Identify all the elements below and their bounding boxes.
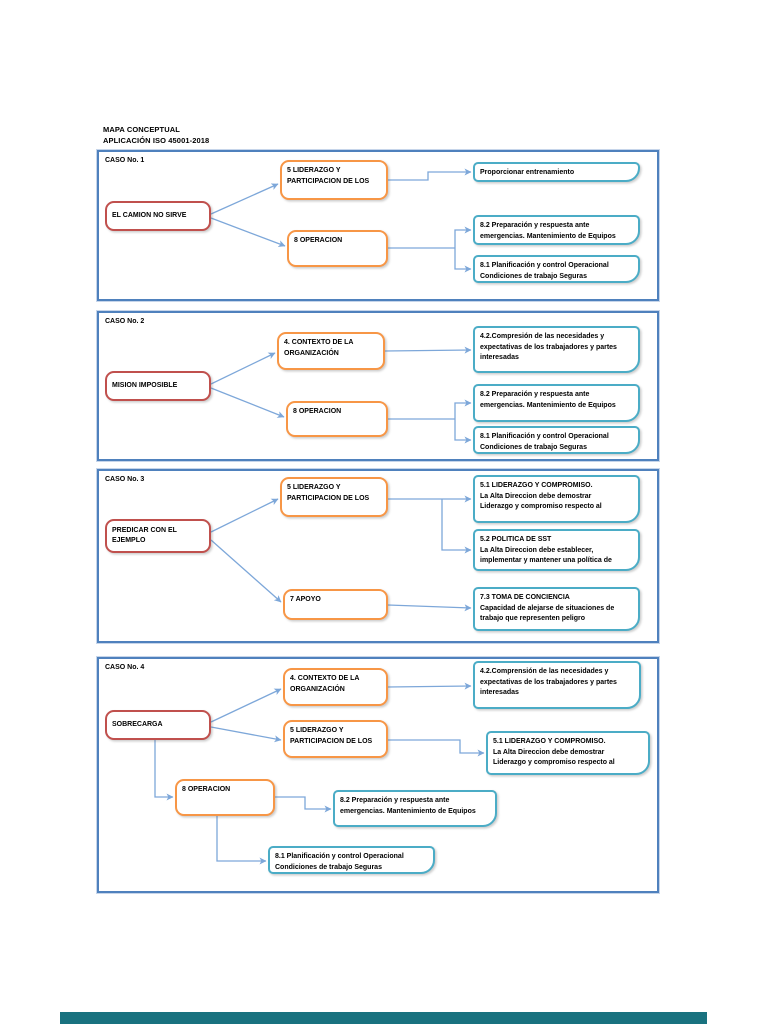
case4-clause-box: 5 LIDERAZGO Y PARTICIPACION DE LOS — [283, 720, 388, 758]
case1-detail-box: 8.1 Planificación y control Operacional … — [473, 255, 640, 283]
case1-clause-box: 8 OPERACION — [287, 230, 388, 267]
case4-clause-box: 8 OPERACION — [175, 779, 275, 816]
case2-source-box: MISION IMPOSIBLE — [105, 371, 211, 401]
case2-container: CASO No. 2 — [96, 310, 660, 462]
case3-source-box: PREDICAR CON EL EJEMPLO — [105, 519, 211, 553]
case4-detail-box: 8.1 Planificación y control Operacional … — [268, 846, 435, 874]
case1-source-box: EL CAMION NO SIRVE — [105, 201, 211, 231]
case4-label: CASO No. 4 — [105, 664, 145, 671]
case2-label: CASO No. 2 — [105, 318, 145, 325]
case3-detail-box: 5.2 POLITICA DE SST La Alta Direccion de… — [473, 529, 640, 571]
case4-source-box: SOBRECARGA — [105, 710, 211, 740]
case3-label: CASO No. 3 — [105, 476, 145, 483]
case3-clause-box: 5 LIDERAZGO Y PARTICIPACION DE LOS — [280, 477, 388, 517]
case3-detail-box: 5.1 LIDERAZGO Y COMPROMISO. La Alta Dire… — [473, 475, 640, 523]
case2-clause-box: 4. CONTEXTO DE LA ORGANIZACIÓN — [277, 332, 385, 370]
case4-detail-box: 5.1 LIDERAZGO Y COMPROMISO. La Alta Dire… — [486, 731, 650, 775]
case1-container: CASO No. 1 — [96, 149, 660, 302]
case1-detail-box: Proporcionar entrenamiento — [473, 162, 640, 182]
case2-detail-box: 4.2.Compresión de las necesidades y expe… — [473, 326, 640, 373]
case1-clause-box: 5 LIDERAZGO Y PARTICIPACION DE LOS — [280, 160, 388, 200]
case1-label: CASO No. 1 — [105, 157, 145, 164]
case2-detail-box: 8.2 Preparación y respuesta ante emergen… — [473, 384, 640, 422]
case4-detail-box: 8.2 Preparación y respuesta ante emergen… — [333, 790, 497, 827]
case2-clause-box: 8 OPERACION — [286, 401, 388, 437]
case3-detail-box: 7.3 TOMA DE CONCIENCIA Capacidad de alej… — [473, 587, 640, 631]
page-title: MAPA CONCEPTUAL APLICACIÓN ISO 45001-201… — [103, 125, 210, 145]
case3-container: CASO No. 3 — [96, 468, 660, 644]
case3-clause-box: 7 APOYO — [283, 589, 388, 620]
case4-detail-box: 4.2.Comprensión de las necesidades y exp… — [473, 661, 641, 709]
case1-detail-box: 8.2 Preparación y respuesta ante emergen… — [473, 215, 640, 245]
case4-clause-box: 4. CONTEXTO DE LA ORGANIZACIÓN — [283, 668, 388, 706]
case2-detail-box: 8.1 Planificación y control Operacional … — [473, 426, 640, 454]
case4-container: CASO No. 4 — [96, 656, 660, 894]
next-page-strip — [60, 1012, 707, 1024]
